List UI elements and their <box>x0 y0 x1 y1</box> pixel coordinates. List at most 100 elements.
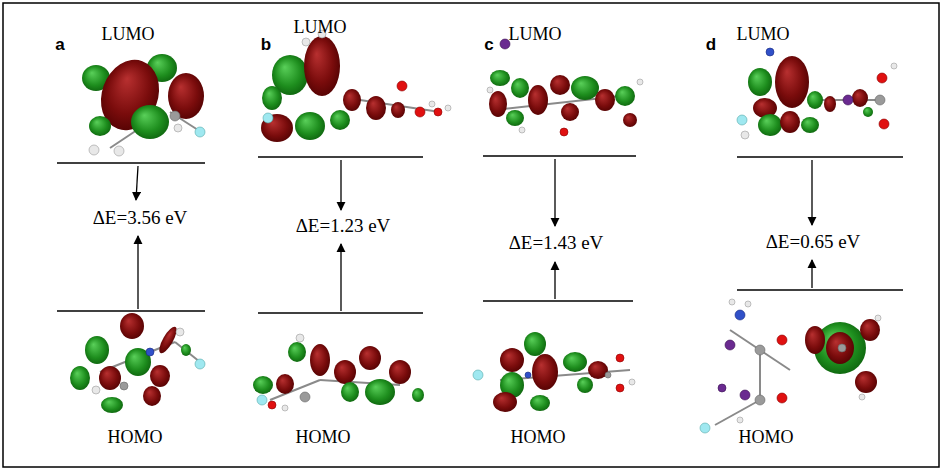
orbital-lobe-negative <box>120 313 144 339</box>
atom-sphere <box>875 95 885 105</box>
gap-arrow <box>137 236 138 309</box>
orbital-lobe-negative <box>156 325 180 356</box>
orbital-lobe-negative <box>310 344 330 376</box>
atom-sphere <box>114 146 124 156</box>
atom-sphere <box>735 310 745 320</box>
atom-sphere <box>718 384 726 392</box>
energy-gap: ΔE=0.65 eV <box>764 232 863 253</box>
panel-letter: d <box>706 36 716 55</box>
atom-sphere <box>170 111 180 121</box>
energy-level <box>483 155 636 157</box>
orbital-lobe-positive <box>807 91 823 109</box>
orbital-lobe-positive <box>801 117 819 133</box>
atom-sphere <box>616 384 624 392</box>
orbital-lobe-negative <box>595 89 615 111</box>
atom-sphere <box>725 340 735 350</box>
orbital-lobe-negative <box>493 392 517 412</box>
atom-sphere <box>700 423 710 433</box>
orbital-lobe-positive <box>748 68 772 96</box>
orbital-lobe-negative <box>775 56 809 108</box>
orbital-label: LUMO <box>737 25 790 45</box>
orbital-lobe-positive <box>490 70 510 86</box>
orbital-lobe-positive <box>530 395 550 411</box>
gap-arrow <box>340 160 341 210</box>
orbital-lobe-negative <box>500 348 524 372</box>
orbital-label: HOMO <box>295 428 350 448</box>
orbital-group <box>700 299 881 433</box>
orbital-group <box>487 39 643 136</box>
atom-sphere <box>397 81 407 91</box>
atom-sphere <box>434 108 442 116</box>
orbital-lobe-positive <box>506 110 524 126</box>
orbital-group <box>261 30 451 142</box>
orbital-lobe-negative <box>780 111 800 133</box>
atom-sphere <box>445 105 451 111</box>
orbital-lobe-negative <box>391 102 405 118</box>
atom-sphere <box>859 394 865 400</box>
gap-arrow <box>811 260 812 288</box>
atom-sphere <box>257 395 267 405</box>
energy-level <box>737 289 903 291</box>
orbital-label: LUMO <box>294 18 347 38</box>
atom-sphere <box>415 107 425 117</box>
orbital-lobe-positive <box>262 86 282 110</box>
orbital-lobe-negative <box>860 319 880 341</box>
orbital-lobe-positive <box>295 112 325 140</box>
orbital-lobe-negative <box>826 332 854 364</box>
atom-sphere <box>487 87 493 93</box>
energy-level <box>258 312 423 314</box>
atom-sphere <box>296 334 304 342</box>
orbital-label: HOMO <box>510 428 565 448</box>
atom-sphere <box>605 372 611 378</box>
orbital-lobe-positive <box>511 78 529 98</box>
atom-sphere <box>737 417 743 423</box>
gap-arrow <box>554 262 555 299</box>
atom-sphere <box>891 63 897 69</box>
orbital-lobe-negative <box>805 326 825 354</box>
orbital-lobe-negative <box>852 89 868 107</box>
energy-level <box>57 310 205 312</box>
orbital-lobe-negative <box>550 75 570 95</box>
orbital-group <box>82 52 205 156</box>
orbital-lobe-negative <box>276 374 294 394</box>
atom-sphere <box>302 38 310 46</box>
figure-frame <box>3 3 939 467</box>
atom-sphere <box>629 379 635 385</box>
gap-arrow <box>340 244 341 311</box>
gap-arrow <box>811 160 812 225</box>
orbital-lobe-positive <box>577 377 593 393</box>
orbital-lobe-positive <box>181 344 191 356</box>
atom-sphere <box>745 301 751 307</box>
atom-sphere <box>174 124 182 132</box>
atom-sphere <box>875 315 881 321</box>
orbital-label: LUMO <box>509 25 562 45</box>
orbital-lobe-negative <box>389 360 411 384</box>
gap-arrow <box>554 159 555 226</box>
orbital-lobe-positive <box>89 116 111 136</box>
atom-sphere <box>637 79 643 85</box>
atom-sphere <box>120 382 128 390</box>
orbital-lobe-positive <box>571 76 599 100</box>
energy-level <box>57 162 205 164</box>
orbital-lobe-positive <box>524 332 546 356</box>
atom-sphere <box>616 354 624 362</box>
energy-level <box>258 156 423 158</box>
energy-gap: ΔE=1.43 eV <box>507 233 606 254</box>
atom-sphere <box>560 128 568 136</box>
orbital-lobe-positive <box>101 397 123 413</box>
atom-sphere <box>92 386 100 394</box>
orbital-lobe-positive <box>330 110 350 130</box>
orbital-lobe-positive <box>70 366 90 390</box>
panel-letter: c <box>484 36 493 55</box>
atom-sphere <box>740 390 750 400</box>
atom-sphere <box>195 359 205 369</box>
energy-level <box>483 300 633 302</box>
atom-sphere <box>89 145 99 155</box>
orbital-lobe-positive <box>412 388 424 402</box>
atom-sphere <box>282 405 288 411</box>
atom-sphere <box>429 101 435 107</box>
orbital-lobe-negative <box>359 346 381 370</box>
orbital-lobe-negative <box>561 103 579 121</box>
gap-arrow <box>136 166 138 200</box>
atom-sphere <box>755 345 765 355</box>
